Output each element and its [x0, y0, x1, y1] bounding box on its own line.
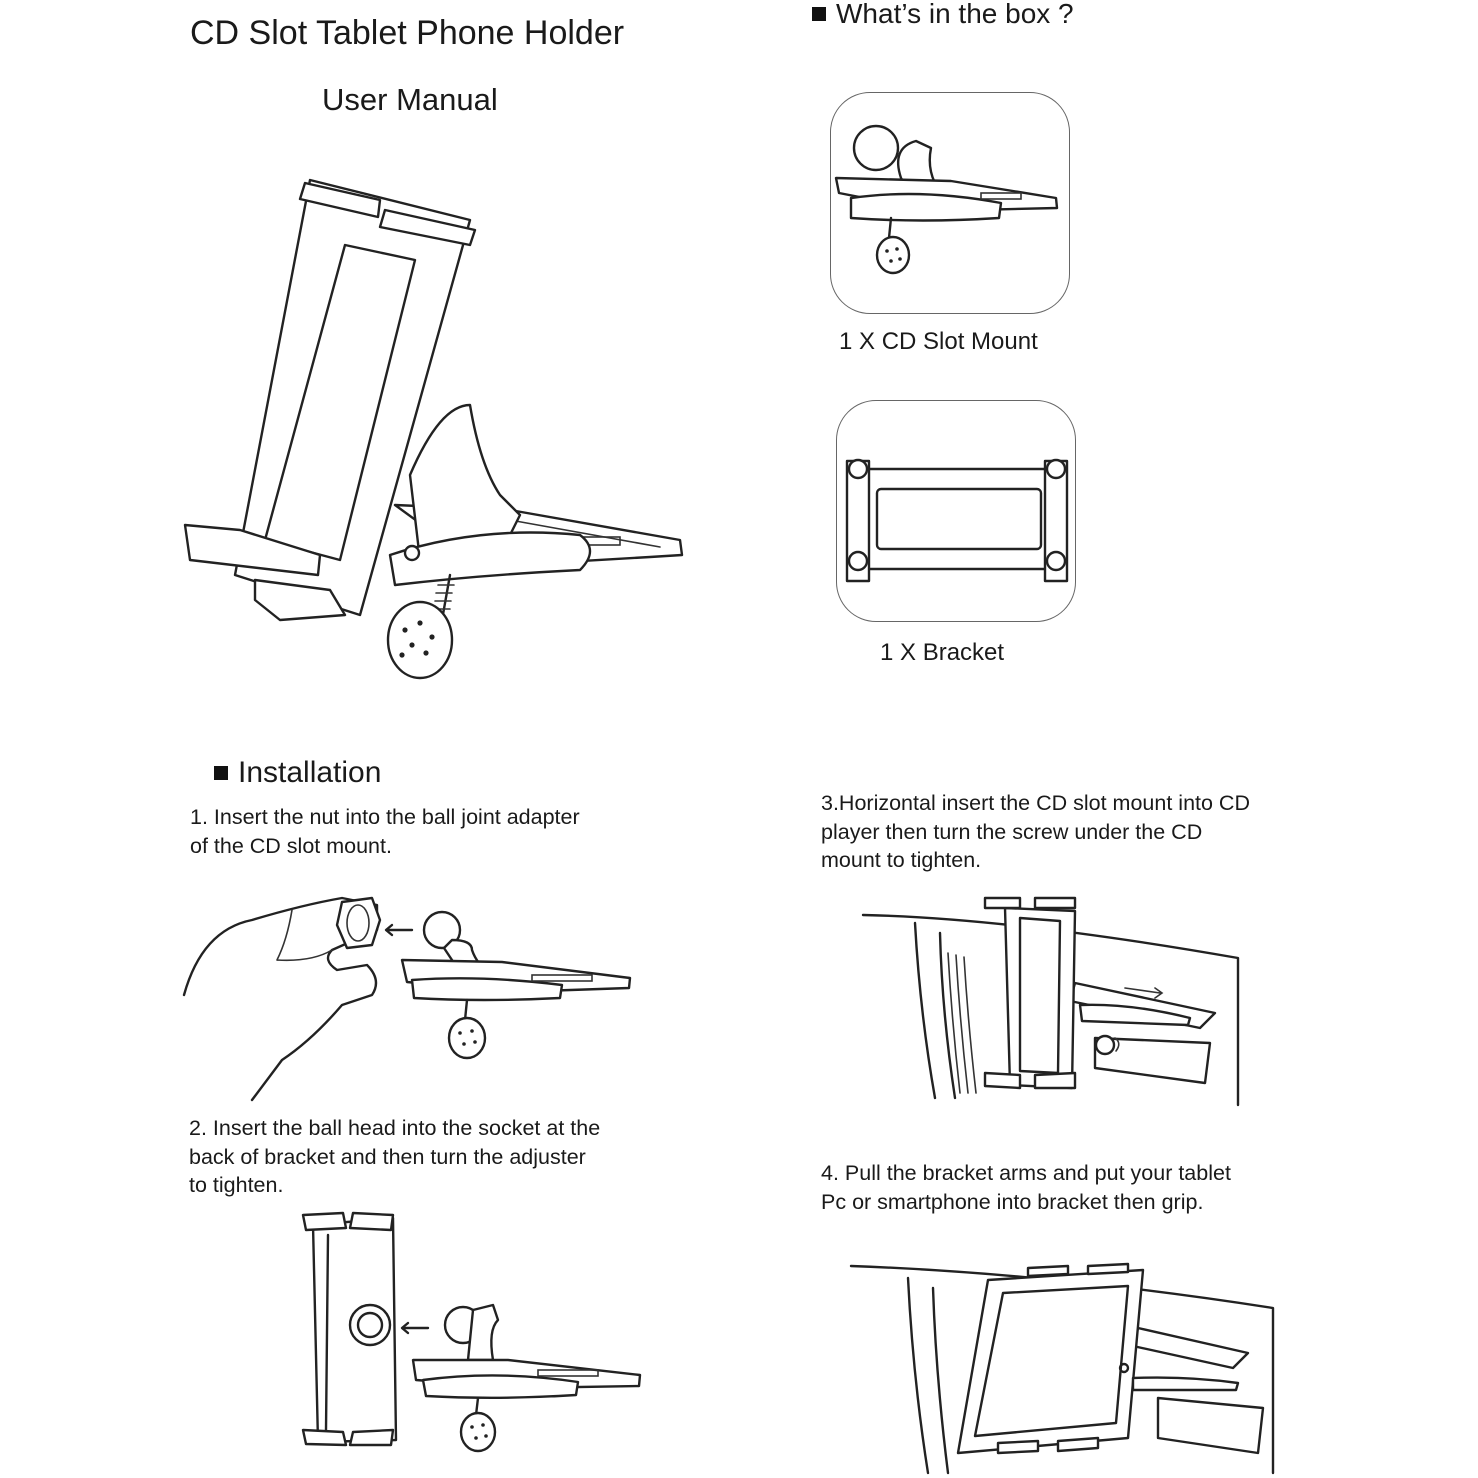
step-1-text: 1. Insert the nut into the ball joint ad…	[190, 805, 580, 858]
step-4-illustration	[849, 1262, 1275, 1475]
box-section-heading: What’s in the box ?	[812, 0, 1074, 30]
bracket-icon	[845, 458, 1069, 583]
step-3-text: 3.Horizontal insert the CD slot mount in…	[821, 791, 1250, 872]
assembled-holder-illustration	[183, 178, 684, 680]
installation-heading-text: Installation	[238, 756, 382, 789]
step-1-illustration	[182, 896, 632, 1102]
bracket-caption: 1 X Bracket	[880, 639, 1005, 666]
cd-slot-mount-icon	[834, 124, 1059, 275]
cd-slot-mount-card	[830, 92, 1070, 314]
bracket-card	[836, 400, 1076, 622]
box-heading-text: What’s in the box ?	[836, 0, 1074, 29]
step-2-illustration	[301, 1211, 642, 1453]
step-2-text: 2. Insert the ball head into the socket …	[189, 1116, 601, 1197]
bullet-square-icon	[812, 7, 826, 21]
bullet-square-icon	[214, 766, 228, 780]
step-4-text: 4. Pull the bracket arms and put your ta…	[821, 1161, 1231, 1214]
installation-heading: Installation	[214, 756, 381, 790]
manual-subtitle: User Manual	[322, 82, 498, 117]
step-3-illustration	[861, 896, 1240, 1107]
cd-slot-mount-caption: 1 X CD Slot Mount	[839, 328, 1038, 355]
manual-title: CD Slot Tablet Phone Holder	[190, 14, 625, 52]
